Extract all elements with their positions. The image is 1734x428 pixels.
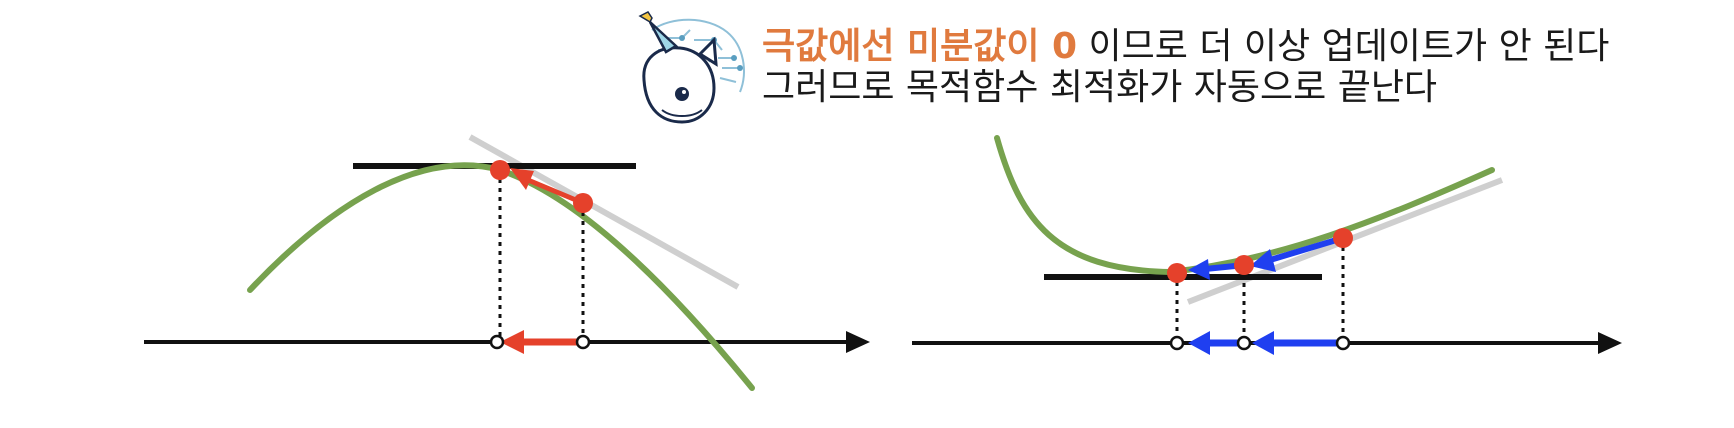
caption-line-2: 그러므로 목적함수 최적화가 자동으로 끝난다 <box>762 67 1438 108</box>
caption: 극값에선 미분값이 0 이므로 더 이상 업데이트가 안 된다 그러므로 목적함… <box>762 26 1662 108</box>
right-point-start <box>1333 228 1353 248</box>
right-curve <box>994 135 1495 276</box>
right-curve-update-arrowhead-2 <box>1188 259 1210 280</box>
right-panel <box>912 135 1622 355</box>
right-x-axis-arrowhead <box>1598 332 1622 354</box>
left-axis-point-start <box>575 334 591 350</box>
left-point-max <box>490 160 510 180</box>
right-point-min <box>1167 263 1187 283</box>
left-panel <box>144 134 870 391</box>
left-x-axis-arrowhead <box>846 331 870 353</box>
left-axis-update-arrowhead <box>500 330 524 354</box>
right-axis-point-middle <box>1236 335 1252 351</box>
caption-line-1-rest: 이므로 더 이상 업데이트가 안 된다 <box>1077 26 1610 67</box>
right-point-middle <box>1234 255 1254 275</box>
right-axis-update-arrowhead-2 <box>1188 331 1210 355</box>
right-axis-point-min <box>1169 335 1185 351</box>
right-curve-update-arrow-1 <box>1269 235 1344 263</box>
unicorn-mascot-icon <box>638 11 745 124</box>
right-axis-update-arrowhead-1 <box>1252 331 1274 355</box>
left-tangent-update-arrowhead <box>510 168 534 190</box>
left-tangent-line <box>468 134 740 290</box>
right-curve-update-arrowhead-1 <box>1250 249 1276 272</box>
left-point-start <box>573 193 593 213</box>
right-axis-point-start <box>1335 335 1351 351</box>
right-curve-update-arrow-2 <box>1204 263 1236 272</box>
left-axis-point-max <box>489 334 505 350</box>
caption-highlight: 극값에선 미분값이 0 <box>762 26 1078 67</box>
caption-line-1: 극값에선 미분값이 0 이므로 더 이상 업데이트가 안 된다 <box>762 26 1662 67</box>
